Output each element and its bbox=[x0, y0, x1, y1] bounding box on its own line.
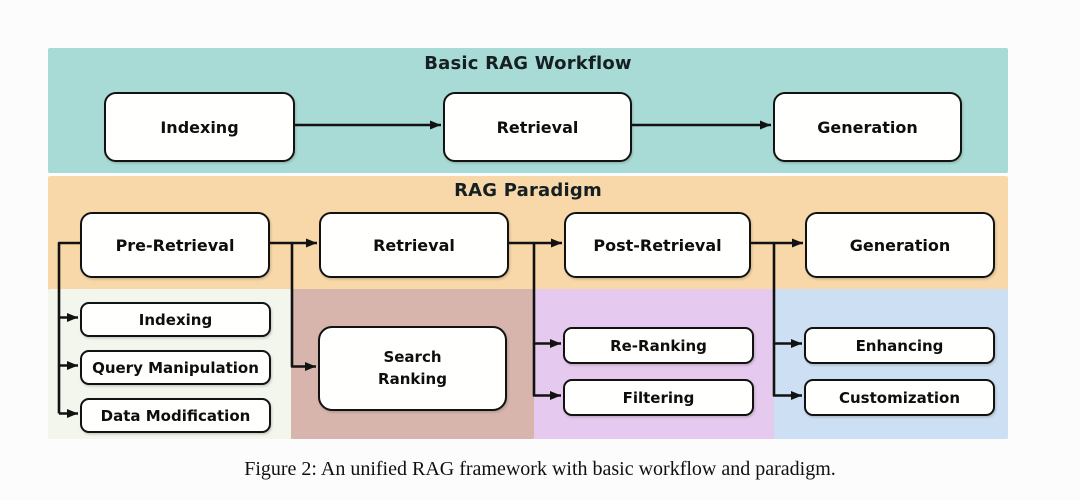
post-retrieval-subsection bbox=[534, 289, 774, 439]
node-workflow-retrieval: Retrieval bbox=[443, 92, 632, 162]
node-label: Query Manipulation bbox=[92, 358, 259, 377]
node-label: Customization bbox=[838, 388, 960, 407]
node-paradigm-generation: Generation bbox=[805, 212, 995, 278]
node-enhancing: Enhancing bbox=[804, 327, 995, 364]
node-label: Filtering bbox=[622, 388, 695, 407]
node-label: Generation bbox=[817, 117, 918, 137]
node-workflow-indexing: Indexing bbox=[104, 92, 295, 162]
node-label: Retrieval bbox=[373, 235, 455, 255]
node-re-ranking: Re-Ranking bbox=[563, 327, 754, 364]
node-label: Re-Ranking bbox=[610, 336, 707, 355]
node-label: Search Ranking bbox=[378, 347, 447, 388]
node-pre-retrieval: Pre-Retrieval bbox=[80, 212, 270, 278]
paradigm-band-title: RAG Paradigm bbox=[454, 180, 602, 201]
node-label: Data Modification bbox=[100, 406, 251, 425]
node-data-modification: Data Modification bbox=[80, 398, 271, 433]
node-filtering: Filtering bbox=[563, 379, 754, 416]
node-label: Retrieval bbox=[496, 117, 579, 137]
node-label: Pre-Retrieval bbox=[115, 235, 235, 255]
node-post-retrieval: Post-Retrieval bbox=[564, 212, 751, 278]
node-label: Indexing bbox=[160, 117, 239, 137]
node-search-ranking: Search Ranking bbox=[318, 326, 507, 411]
node-customization: Customization bbox=[804, 379, 995, 416]
node-label: Post-Retrieval bbox=[593, 235, 722, 255]
workflow-band-title: Basic RAG Workflow bbox=[424, 53, 632, 74]
node-query-manipulation: Query Manipulation bbox=[80, 350, 271, 385]
node-paradigm-retrieval: Retrieval bbox=[319, 212, 509, 278]
figure-caption: Figure 2: An unified RAG framework with … bbox=[244, 458, 836, 480]
node-label: Generation bbox=[849, 235, 951, 255]
node-workflow-generation: Generation bbox=[773, 92, 962, 162]
node-label: Enhancing bbox=[855, 336, 944, 355]
generation-subsection bbox=[774, 289, 1008, 439]
node-sub-indexing: Indexing bbox=[80, 302, 271, 337]
node-label: Indexing bbox=[138, 310, 213, 329]
